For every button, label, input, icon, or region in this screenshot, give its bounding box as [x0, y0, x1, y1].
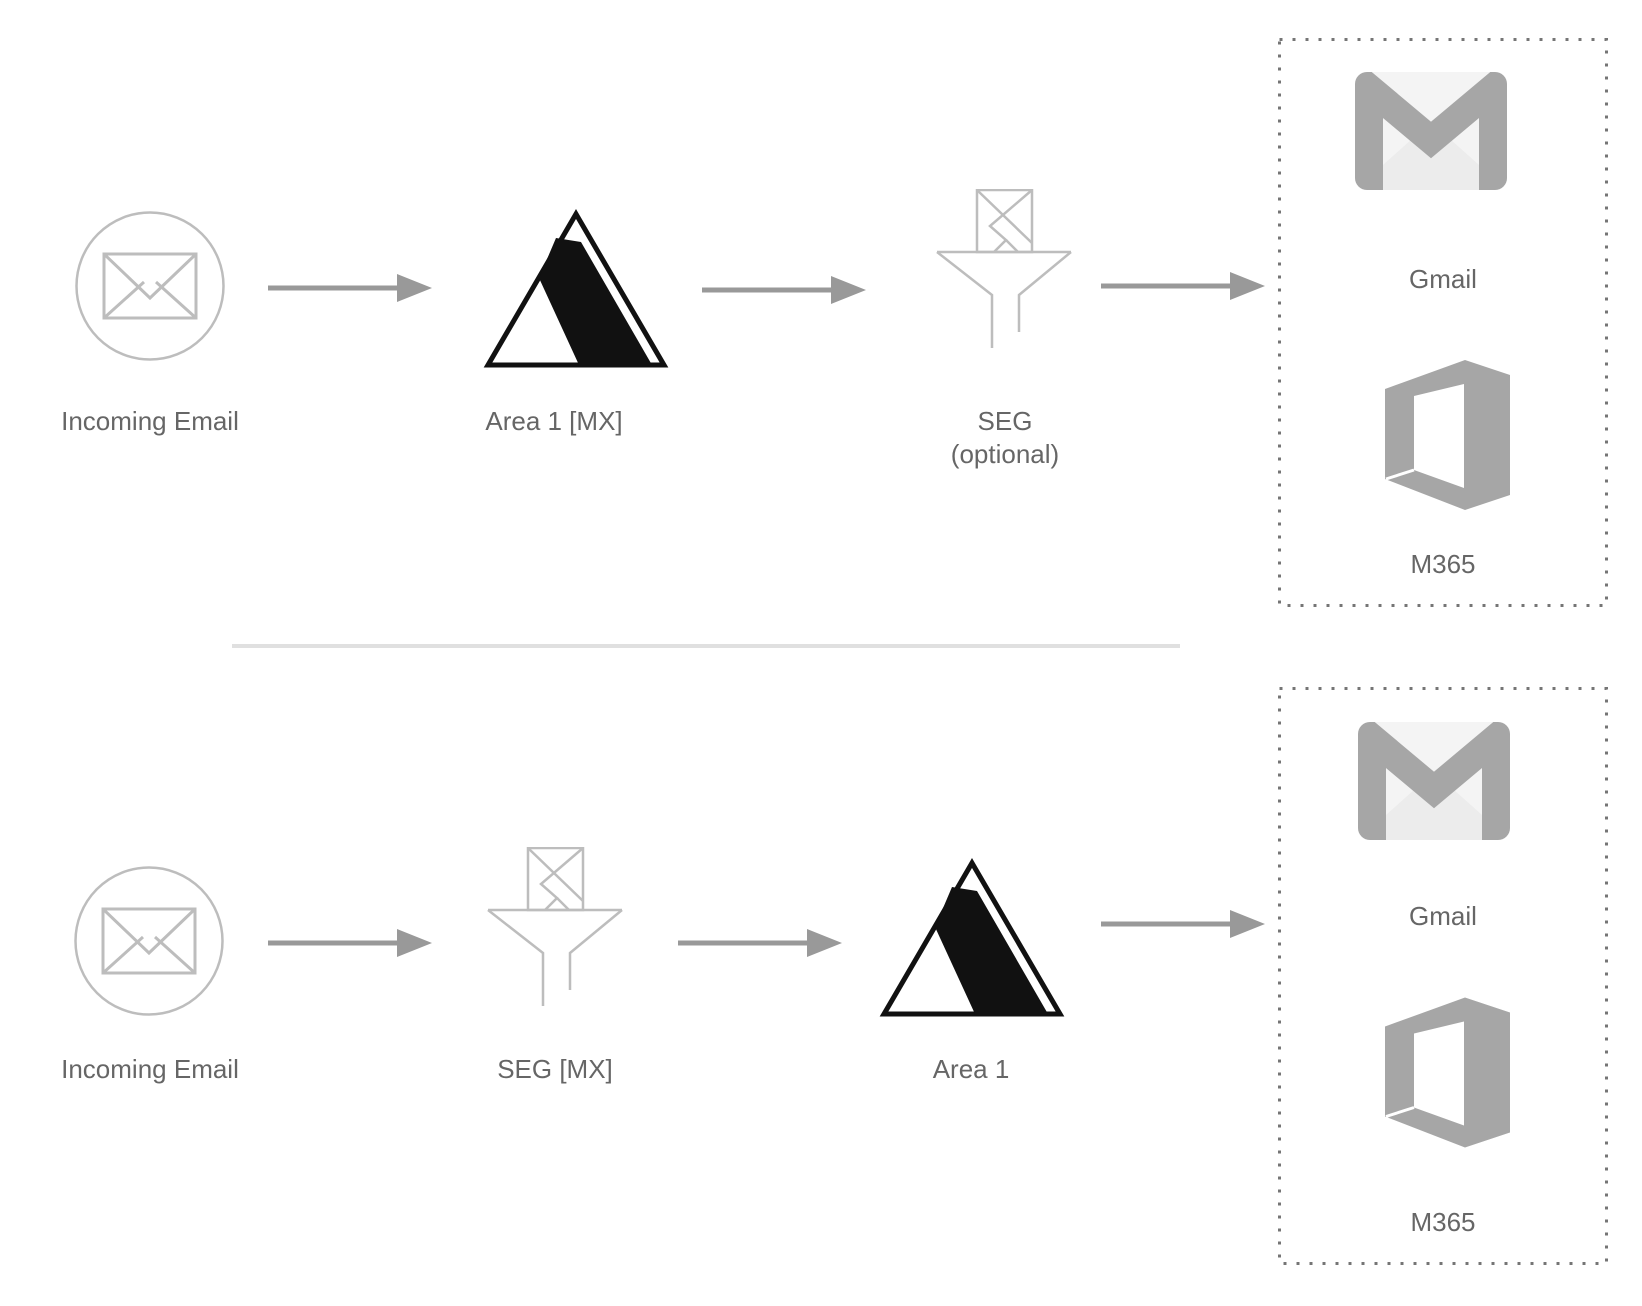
arrow-right-icon — [678, 928, 843, 958]
arrow-right-icon — [268, 273, 433, 303]
step-label: SEG [MX] — [497, 1054, 613, 1084]
destinations-box: Gmail M365 — [1278, 687, 1608, 1265]
arrow-right-icon — [1101, 271, 1266, 301]
arrow-right-icon — [1101, 909, 1266, 939]
envelope-circle-icon — [73, 865, 225, 1017]
area1-triangle-logo — [878, 857, 1066, 1019]
m365-office-icon — [1385, 360, 1510, 510]
funnel-envelope-icon — [936, 189, 1072, 349]
m365-office-icon — [1385, 995, 1510, 1150]
source-label: Incoming Email — [61, 1054, 239, 1084]
seg-label-line2: (optional) — [950, 439, 1060, 469]
gmail-icon — [1358, 722, 1510, 840]
source-label: Incoming Email — [61, 406, 239, 436]
seg-label-line1: SEG — [977, 406, 1033, 436]
arrow-right-icon — [268, 928, 433, 958]
step-label: Area 1 [MX] — [485, 406, 623, 436]
destination-label: Gmail — [1409, 901, 1477, 931]
funnel-envelope-icon — [487, 847, 623, 1007]
destinations-box: Gmail M365 — [1278, 38, 1608, 607]
arrow-right-icon — [702, 275, 867, 305]
step-label: SEG (optional) — [895, 405, 1115, 471]
destination-label: M365 — [1410, 1207, 1476, 1237]
destination-label: M365 — [1410, 549, 1476, 579]
area1-triangle-logo — [482, 208, 670, 370]
gmail-icon — [1355, 72, 1507, 190]
envelope-circle-icon — [74, 210, 226, 362]
step-label: Area 1 — [932, 1054, 1010, 1084]
destination-label: Gmail — [1409, 264, 1477, 294]
section-divider — [232, 644, 1180, 648]
